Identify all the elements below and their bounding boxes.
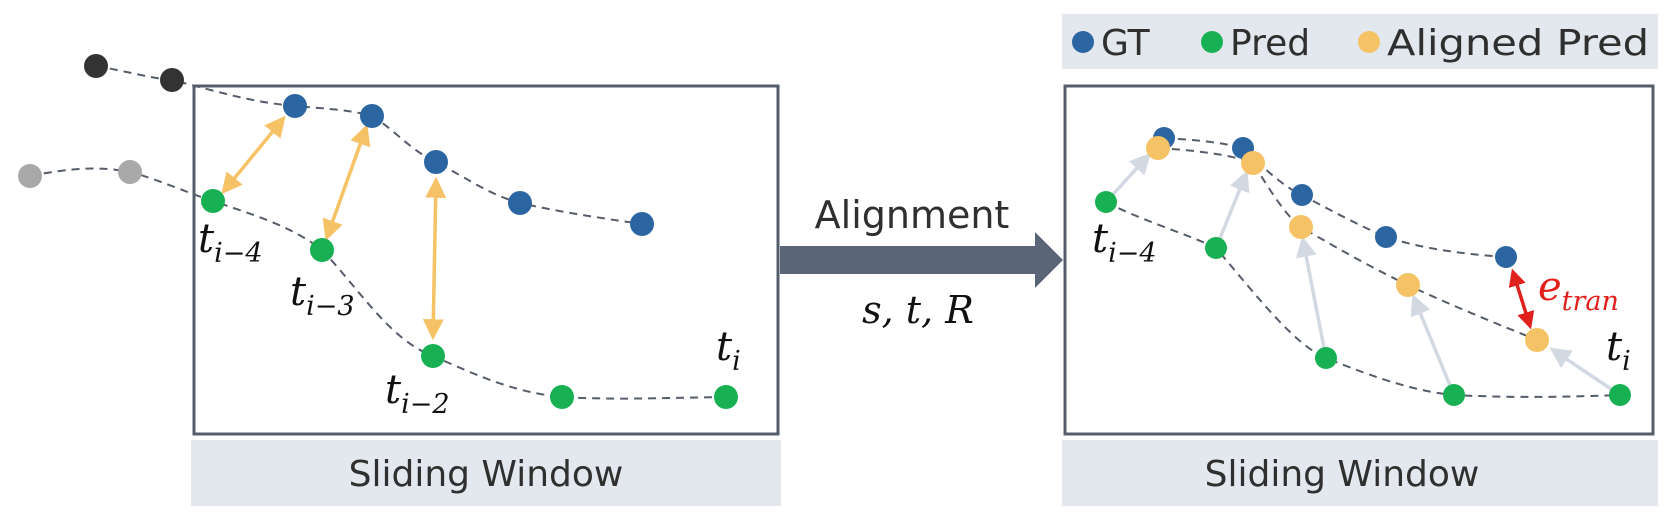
right-motion-arrow-5 bbox=[1549, 347, 1621, 397]
left-pred-point bbox=[201, 189, 225, 213]
left-pred-point bbox=[310, 238, 334, 262]
right-pred-point bbox=[1205, 237, 1227, 259]
right-aligned-point bbox=[1289, 215, 1313, 239]
legend-gt-label: GT bbox=[1101, 23, 1151, 64]
left-label-t-i: ti bbox=[716, 324, 741, 377]
right-pred-trajectory bbox=[1105, 201, 1621, 398]
left-caption: Sliding Window bbox=[349, 454, 624, 495]
right-gt-point bbox=[1291, 184, 1313, 206]
left-correspondence-arrow-1 bbox=[221, 115, 286, 195]
left-history-light-point bbox=[18, 164, 42, 188]
right-motion-arrow-2 bbox=[1214, 170, 1250, 249]
right-pred-point bbox=[1315, 347, 1337, 369]
left-label-t-i-minus-4: ti−4 bbox=[198, 216, 263, 269]
left-correspondence-arrow-2 bbox=[322, 124, 371, 241]
left-pred-point bbox=[714, 385, 738, 409]
legend-aligned-pred-icon bbox=[1358, 31, 1380, 53]
right-caption-bg bbox=[1062, 440, 1658, 506]
right-motion-arrow-4 bbox=[1410, 294, 1456, 396]
left-pred-point bbox=[421, 344, 445, 368]
left-gt-point bbox=[283, 94, 307, 118]
right-aligned-point bbox=[1525, 328, 1549, 352]
right-error-arrow bbox=[1508, 268, 1535, 330]
legend: GT Pred Aligned Pred bbox=[1062, 14, 1658, 69]
alignment-arrow-group: Alignment s, t, R bbox=[780, 193, 1063, 332]
alignment-params: s, t, R bbox=[862, 288, 974, 332]
right-panel: GT Pred Aligned Pred Sliding Window bbox=[1062, 14, 1658, 506]
left-correspondence-arrow-3 bbox=[422, 176, 447, 341]
left-window-frame bbox=[192, 84, 780, 436]
right-pred-point bbox=[1443, 384, 1465, 406]
right-window-frame bbox=[1063, 84, 1655, 436]
right-pred-point bbox=[1609, 384, 1631, 406]
right-aligned-point bbox=[1241, 151, 1265, 175]
right-aligned-point bbox=[1146, 136, 1170, 160]
left-panel: Sliding Window ti−4 ti−3 bbox=[18, 54, 781, 506]
left-label-t-i-minus-2: ti−2 bbox=[385, 367, 450, 420]
right-label-e-tran: etran bbox=[1538, 264, 1619, 317]
alignment-label: Alignment bbox=[815, 193, 1010, 237]
right-gt-point bbox=[1495, 246, 1517, 268]
right-pred-point bbox=[1095, 191, 1117, 213]
right-caption: Sliding Window bbox=[1205, 454, 1480, 495]
left-caption-bg bbox=[191, 440, 781, 506]
right-label-t-i: ti bbox=[1606, 324, 1631, 377]
left-label-t-i-minus-3: ti−3 bbox=[290, 269, 355, 322]
left-history-dark-point bbox=[84, 54, 108, 78]
left-gt-point bbox=[424, 150, 448, 174]
left-gt-point bbox=[630, 212, 654, 236]
legend-pred-icon bbox=[1201, 31, 1223, 53]
right-gt-trajectory bbox=[1163, 137, 1507, 258]
left-pred-point bbox=[550, 385, 574, 409]
legend-aligned-pred-label: Aligned Pred bbox=[1387, 23, 1649, 64]
left-gt-point bbox=[508, 191, 532, 215]
left-history-dark-point bbox=[160, 68, 184, 92]
right-aligned-point bbox=[1396, 273, 1420, 297]
legend-gt-icon bbox=[1072, 31, 1094, 53]
right-motion-arrow-3 bbox=[1295, 235, 1328, 359]
right-label-t-i-minus-4: ti−4 bbox=[1092, 216, 1157, 269]
legend-pred-label: Pred bbox=[1230, 23, 1310, 64]
left-pred-trajectory bbox=[29, 167, 727, 400]
alignment-arrow bbox=[780, 232, 1063, 288]
right-gt-point bbox=[1375, 226, 1397, 248]
left-gt-point bbox=[360, 104, 384, 128]
left-history-light-point bbox=[118, 160, 142, 184]
